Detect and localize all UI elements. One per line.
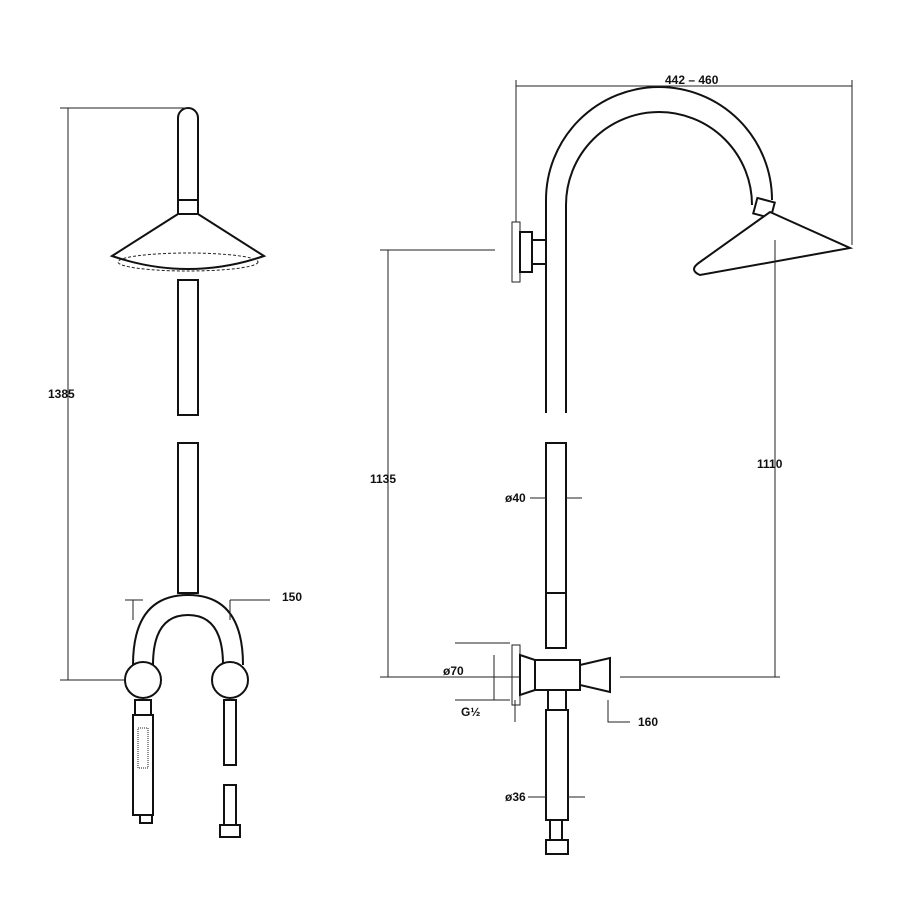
hose-front xyxy=(223,699,237,766)
dim-thread: G½ xyxy=(461,705,480,719)
valve-left-front xyxy=(124,661,162,699)
shower-head-side xyxy=(693,210,854,277)
front-view xyxy=(60,107,270,838)
side-view xyxy=(380,80,854,855)
shower-head-front xyxy=(109,213,267,270)
dim-150: 150 xyxy=(282,590,302,604)
hand-shower-front xyxy=(132,714,154,816)
dim-d40: ø40 xyxy=(505,491,526,505)
valve-right-front xyxy=(211,661,249,699)
dim-1135: 1135 xyxy=(370,472,396,486)
valve-handle-side xyxy=(579,656,611,694)
dim-d36: ø36 xyxy=(505,790,526,804)
dim-d70: ø70 xyxy=(443,664,464,678)
u-bend-front xyxy=(132,593,244,666)
dim-442-460: 442 – 460 xyxy=(665,73,719,87)
pipe-front xyxy=(177,279,199,416)
arm-pipe-side xyxy=(545,86,773,413)
dim-160: 160 xyxy=(638,715,658,729)
dim-1110: 1110 xyxy=(757,457,783,471)
valve-body-side xyxy=(534,659,581,691)
upper-pipe-front xyxy=(177,107,199,205)
dim-1385: 1385 xyxy=(48,387,75,401)
lower-pipe-side xyxy=(545,709,569,821)
